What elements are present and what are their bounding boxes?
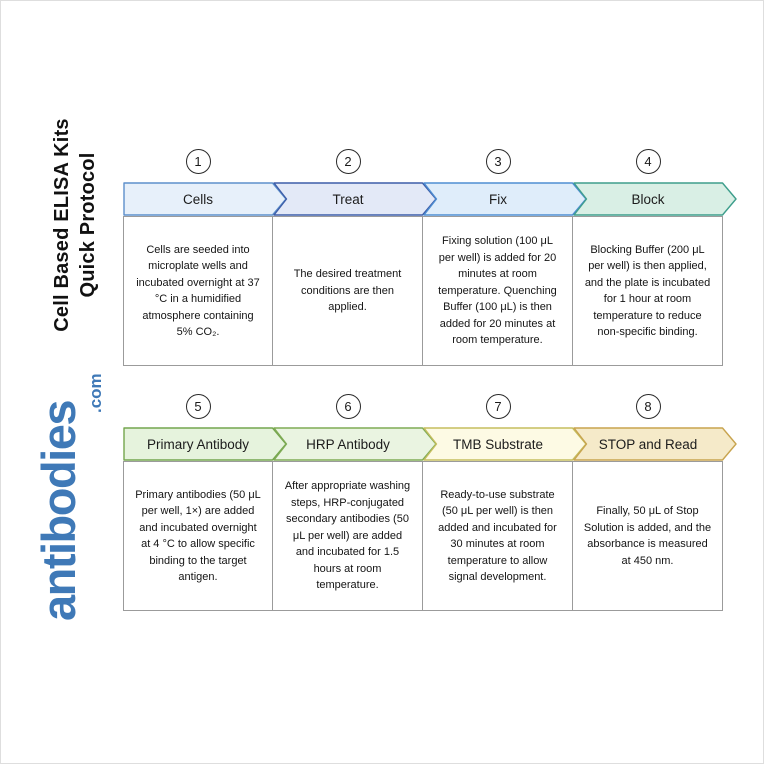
step-title: Fix	[489, 191, 507, 207]
brand-tld: .com	[86, 373, 105, 413]
step-column-8: 8 STOP and Read Finally, 50 μL of Stop S…	[573, 394, 737, 611]
step-number: 7	[494, 399, 502, 414]
arrow-banner-icon	[423, 427, 587, 461]
step-number-badge: 8	[635, 394, 661, 419]
step-number: 5	[194, 399, 202, 414]
step-description-box: Ready-to-use substrate (50 μL per well) …	[423, 461, 573, 611]
step-description: Fixing solution (100 μL per well) is add…	[438, 235, 557, 347]
step-number: 4	[644, 154, 652, 169]
step-description-box: Cells are seeded into microplate wells a…	[123, 216, 273, 366]
step-description: Primary antibodies (50 μL per well, 1×) …	[135, 488, 261, 584]
step-number-badge: 5	[185, 394, 211, 419]
step-column-5: 5 Primary Antibody Primary antibodies (5…	[123, 394, 287, 611]
step-number: 1	[194, 154, 202, 169]
step-banner: Cells	[123, 182, 287, 216]
step-title: Block	[631, 191, 665, 207]
arrow-banner-icon	[573, 182, 737, 216]
step-description: Finally, 50 μL of Stop Solution is added…	[583, 505, 712, 567]
step-banner: TMB Substrate	[423, 427, 587, 461]
step-description-box: Blocking Buffer (200 μL per well) is the…	[573, 216, 723, 366]
arrow-banner-icon	[123, 427, 287, 461]
step-number: 3	[494, 154, 502, 169]
step-title: Treat	[332, 191, 364, 207]
protocol-title: Cell Based ELISA Kits Quick Protocol	[49, 87, 101, 363]
step-banner: Primary Antibody	[123, 427, 287, 461]
protocol-title-line-1: Cell Based ELISA Kits	[51, 118, 73, 332]
step-description: Blocking Buffer (200 μL per well) is the…	[584, 243, 711, 339]
step-title: TMB Substrate	[452, 436, 544, 452]
step-description-box: After appropriate washing steps, HRP-con…	[273, 461, 423, 611]
steps-row-2: 5 Primary Antibody Primary antibodies (5…	[123, 394, 737, 611]
step-number-badge: 7	[485, 394, 511, 419]
arrow-banner-icon	[273, 427, 437, 461]
step-banner: Treat	[273, 182, 437, 216]
step-column-3: 3 Fix Fixing solution (100 μL per well) …	[423, 149, 587, 366]
step-number: 6	[344, 399, 352, 414]
arrow-banner-icon	[273, 182, 437, 216]
step-title: HRP Antibody	[306, 436, 390, 452]
step-column-4: 4 Block Blocking Buffer (200 μL per well…	[573, 149, 737, 366]
step-title: Cells	[182, 191, 213, 207]
step-title: Primary Antibody	[146, 436, 250, 452]
step-description-box: Fixing solution (100 μL per well) is add…	[423, 216, 573, 366]
arrow-banner-icon	[423, 182, 587, 216]
step-column-7: 7 TMB Substrate Ready-to-use substrate (…	[423, 394, 587, 611]
step-banner: Block	[573, 182, 737, 216]
steps-row-1: 1 Cells Cells are seeded into microplate…	[123, 149, 737, 366]
step-number-badge: 1	[185, 149, 211, 174]
step-number-badge: 6	[335, 394, 361, 419]
arrow-banner-icon	[123, 182, 287, 216]
step-number-badge: 3	[485, 149, 511, 174]
step-number-badge: 2	[335, 149, 361, 174]
step-banner: HRP Antibody	[273, 427, 437, 461]
step-description: After appropriate washing steps, HRP-con…	[284, 480, 411, 592]
protocol-title-line-2: Quick Protocol	[77, 152, 99, 298]
step-description-box: The desired treatment conditions are the…	[273, 216, 423, 366]
step-description: The desired treatment conditions are the…	[293, 268, 402, 314]
step-number-badge: 4	[635, 149, 661, 174]
brand-logo: antibodies	[32, 400, 85, 621]
step-banner: Fix	[423, 182, 587, 216]
step-column-1: 1 Cells Cells are seeded into microplate…	[123, 149, 287, 366]
arrow-banner-icon	[573, 427, 737, 461]
step-title: STOP and Read	[598, 436, 698, 452]
step-number: 8	[644, 399, 652, 414]
step-column-2: 2 Treat The desired treatment conditions…	[273, 149, 437, 366]
step-banner: STOP and Read	[573, 427, 737, 461]
step-description: Ready-to-use substrate (50 μL per well) …	[438, 488, 557, 584]
step-description-box: Primary antibodies (50 μL per well, 1×) …	[123, 461, 273, 611]
step-description: Cells are seeded into microplate wells a…	[136, 243, 260, 339]
step-column-6: 6 HRP Antibody After appropriate washing…	[273, 394, 437, 611]
step-number: 2	[344, 154, 352, 169]
step-description-box: Finally, 50 μL of Stop Solution is added…	[573, 461, 723, 611]
